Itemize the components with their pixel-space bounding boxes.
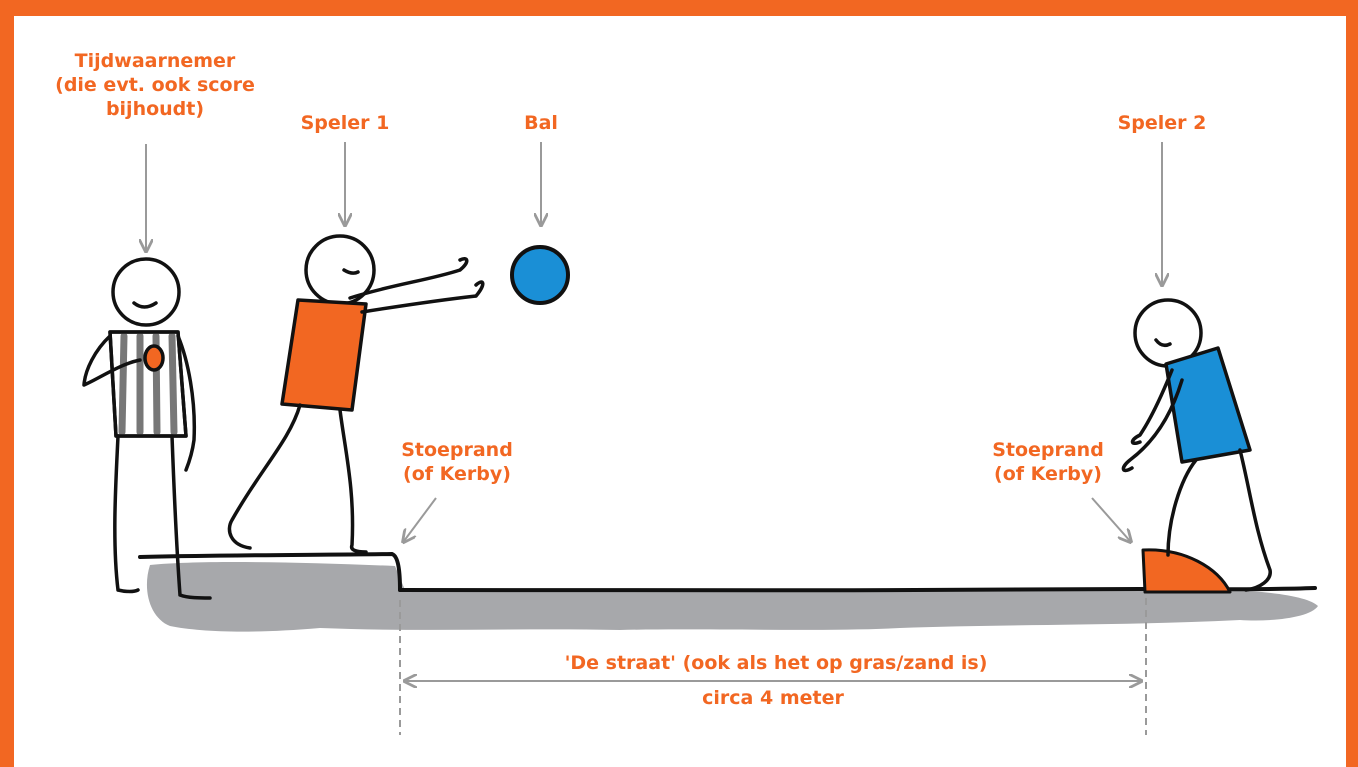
kerby-block-icon (1143, 550, 1230, 592)
referee-stick-figure-icon (84, 259, 210, 598)
label-distance: circa 4 meter (702, 686, 844, 710)
label-curb-left-line2: (of Kerby) (401, 462, 513, 486)
label-timekeeper: Tijdwaarnemer (die evt. ook score bijhou… (55, 49, 255, 121)
catching-stick-figure-icon (1123, 300, 1270, 590)
label-curb-right-line2: (of Kerby) (992, 462, 1104, 486)
arrow-curb-right (1092, 498, 1130, 541)
arrow-curb-left (404, 498, 436, 541)
label-ball: Bal (524, 111, 558, 135)
ball-icon (512, 247, 568, 303)
label-timekeeper-line3: bijhoudt) (55, 97, 255, 121)
label-curb-left: Stoeprand (of Kerby) (401, 438, 513, 486)
label-timekeeper-line2: (die evt. ook score (55, 73, 255, 97)
label-timekeeper-line1: Tijdwaarnemer (55, 49, 255, 73)
label-curb-right-line1: Stoeprand (992, 438, 1104, 462)
throwing-stick-figure-icon (229, 236, 482, 552)
label-curb-left-line1: Stoeprand (401, 438, 513, 462)
label-player2: Speler 2 (1118, 111, 1207, 135)
label-curb-right: Stoeprand (of Kerby) (992, 438, 1104, 486)
label-street: 'De straat' (ook als het op gras/zand is… (565, 651, 988, 675)
ground (140, 554, 1318, 632)
label-player1: Speler 1 (301, 111, 390, 135)
